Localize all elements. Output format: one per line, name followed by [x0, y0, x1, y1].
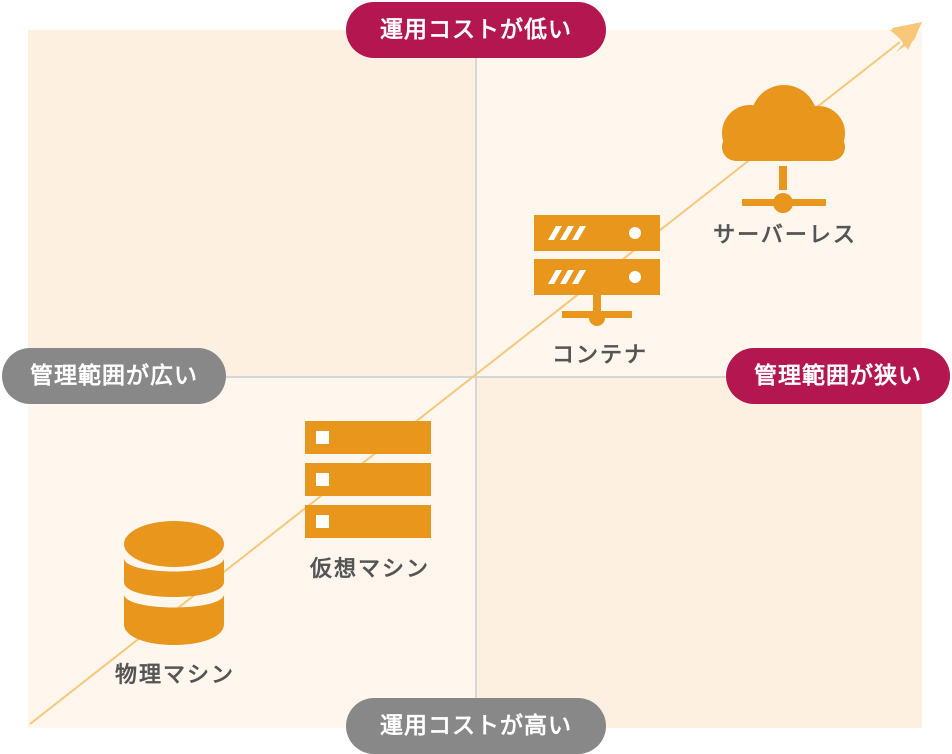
server-rack-icon: [305, 421, 431, 538]
serverless-label: サーバーレス: [713, 223, 857, 248]
axis-label-bottom: 運用コストが高い: [346, 698, 606, 754]
virtual-machine-label: 仮想マシン: [309, 557, 430, 582]
quadrant-bottom-right: [476, 377, 922, 728]
vertical-axis: [475, 30, 477, 728]
quadrant-top-left: [28, 30, 476, 377]
network-server-icon: [534, 215, 660, 326]
container-label: コンテナ: [551, 343, 648, 368]
axis-label-left: 管理範囲が広い: [2, 348, 226, 404]
axis-label-right: 管理範囲が狭い: [726, 348, 950, 404]
quadrant-top-right: [476, 30, 922, 377]
axis-label-top: 運用コストが低い: [346, 2, 606, 58]
cloud-network-icon: [722, 85, 845, 213]
database-icon: [124, 521, 224, 645]
horizontal-axis: [28, 376, 922, 378]
physical-machine-label: 物理マシン: [114, 663, 235, 688]
